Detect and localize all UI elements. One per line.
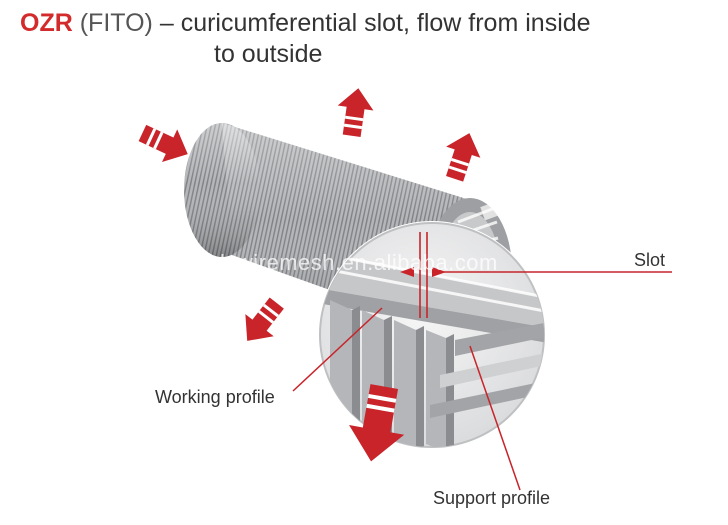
watermark-text: lywiremesh.en.alibaba.com [220, 250, 498, 275]
arrow-outflow-bottom-icon [349, 384, 405, 462]
support-profile-label: Support profile [433, 488, 551, 508]
support-profile-leader-line [469, 345, 521, 491]
diagram-title: OZR (FITO) – curicumferential slot, flow… [20, 8, 710, 70]
title-variant: (FITO) [79, 9, 153, 37]
title-line-2: to outside [214, 40, 323, 68]
title-dash: – [159, 9, 174, 37]
arrow-outflow-lower-left-icon [245, 297, 284, 341]
arrow-inflow-icon [138, 124, 188, 163]
title-line-1: OZR (FITO) – curicumferential slot, flow… [20, 8, 710, 39]
working-profile-leader-line [292, 307, 383, 392]
slot-label: Slot [634, 250, 666, 270]
arrow-outflow-upper-right-icon [446, 133, 481, 182]
arrow-outflow-top-icon [337, 88, 374, 138]
title-description: curicumferential slot, flow from inside [180, 9, 591, 37]
support-profile-rods [430, 320, 544, 418]
title-brand: OZR [20, 9, 73, 37]
working-profile-label: Working profile [155, 387, 275, 407]
